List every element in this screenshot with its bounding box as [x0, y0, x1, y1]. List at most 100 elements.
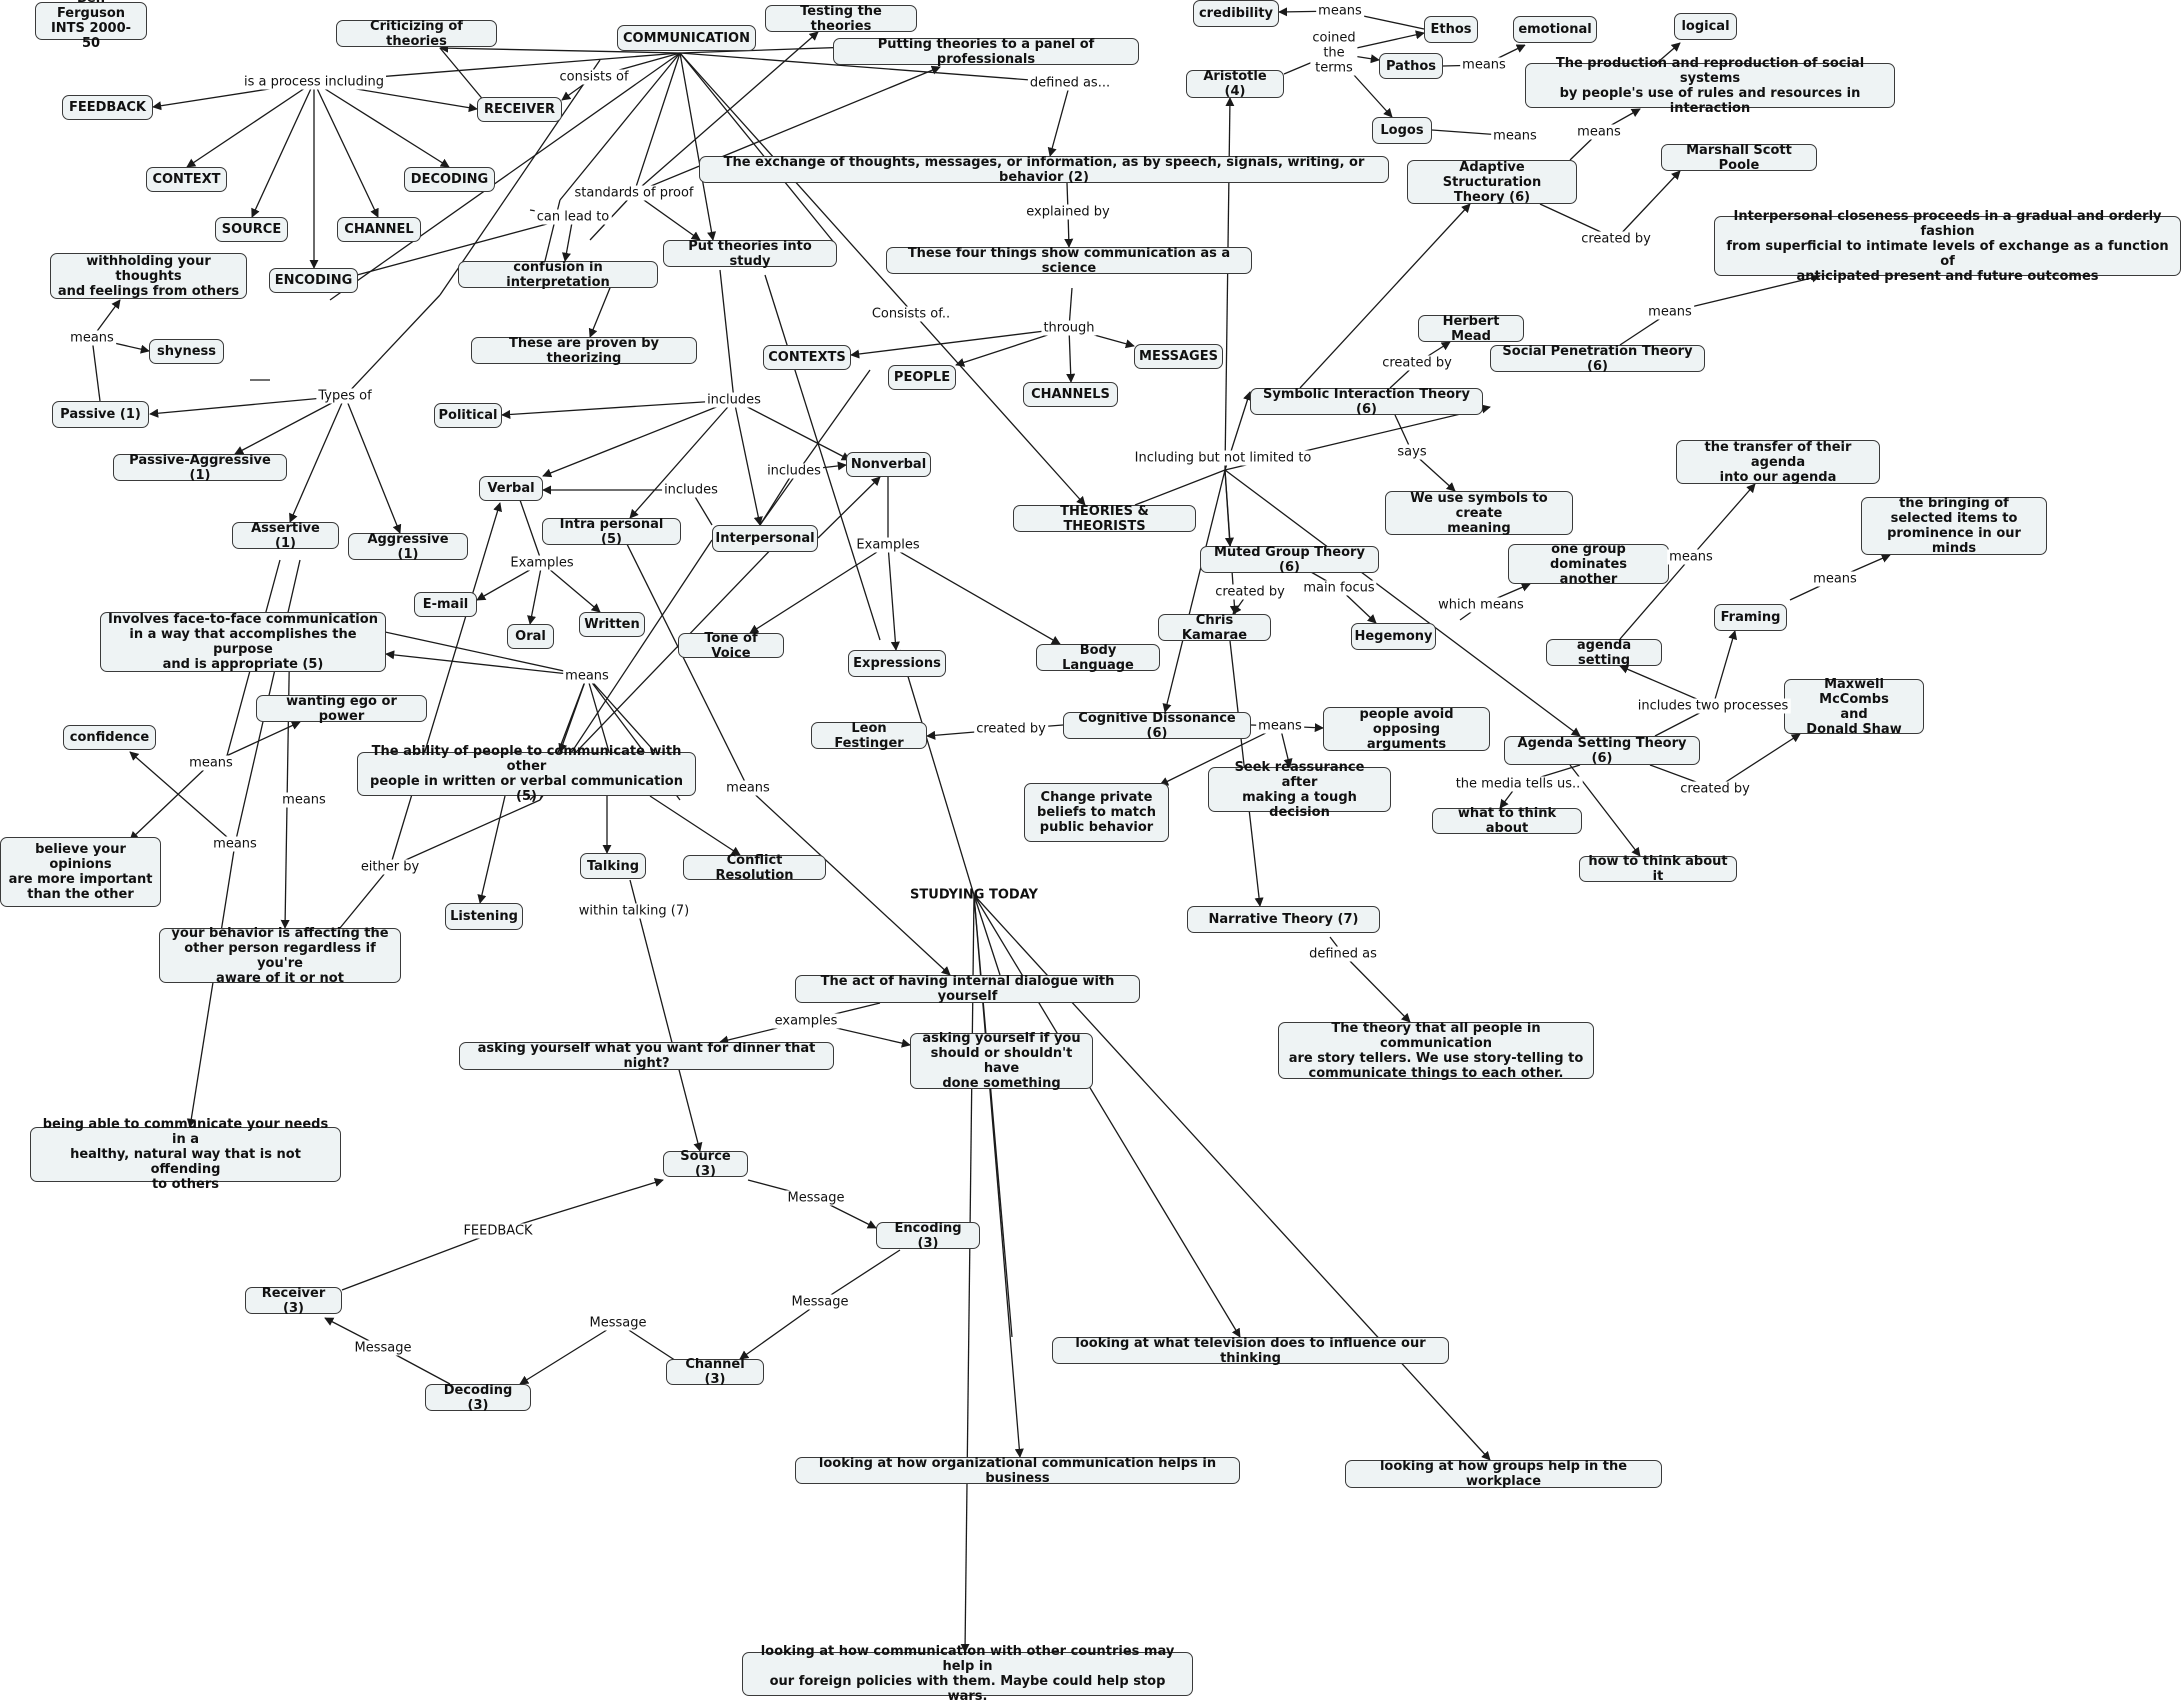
concept-node-decoding3[interactable]: Decoding (3)	[425, 1383, 531, 1413]
concept-node-communication[interactable]: COMMUNICATION	[617, 25, 756, 51]
concept-link	[1162, 469, 1226, 713]
concept-node-encoding3[interactable]: Encoding (3)	[876, 1221, 980, 1251]
concept-node-what-think[interactable]: what to think about	[1432, 806, 1582, 836]
concept-node-dominates[interactable]: one group dominates another	[1508, 542, 1669, 587]
concept-node-passive[interactable]: Passive (1)	[52, 401, 149, 428]
concept-node-written[interactable]: Written	[579, 612, 645, 637]
concept-node-behavior[interactable]: your behavior is affecting the other per…	[159, 926, 401, 986]
concept-node-ability[interactable]: The ability of people to communicate wit…	[357, 744, 696, 804]
concept-node-ethos[interactable]: Ethos	[1424, 16, 1478, 43]
concept-node-source-top[interactable]: SOURCE	[215, 217, 288, 242]
concept-node-transfer[interactable]: the transfer of their agenda into our ag…	[1676, 440, 1880, 485]
concept-node-foreign[interactable]: looking at how communication with other …	[742, 1644, 1193, 1704]
concept-node-feedback-top[interactable]: FEEDBACK	[62, 95, 153, 120]
concept-node-symbols[interactable]: We use symbols to create meaning	[1385, 491, 1573, 536]
concept-node-kramarae[interactable]: Chris Kamarae	[1158, 613, 1271, 643]
concept-node-framing[interactable]: Framing	[1714, 604, 1787, 631]
concept-node-logical[interactable]: logical	[1674, 13, 1737, 40]
concept-node-confidence[interactable]: confidence	[63, 725, 156, 750]
concept-node-decoding-top[interactable]: DECODING	[404, 167, 495, 192]
concept-node-mccombs[interactable]: Maxwell McCombs and Donald Shaw	[1784, 677, 1924, 737]
concept-node-four-things[interactable]: These four things show communication as …	[886, 246, 1252, 276]
concept-node-narrative[interactable]: Narrative Theory (7)	[1187, 906, 1380, 933]
concept-node-hegemony[interactable]: Hegemony	[1351, 623, 1436, 650]
concept-node-face-to-face[interactable]: Involves face-to-face communication in a…	[100, 612, 386, 672]
concept-link	[1714, 733, 1801, 790]
concept-node-assertive[interactable]: Assertive (1)	[232, 521, 339, 551]
concept-node-author[interactable]: Ben Ferguson INTS 2000-50	[35, 0, 147, 51]
concept-node-groups[interactable]: looking at how groups help in the workpl…	[1345, 1459, 1662, 1489]
concept-node-internal[interactable]: The act of having internal dialogue with…	[795, 974, 1140, 1004]
concept-node-theories[interactable]: THEORIES & THEORISTS	[1013, 504, 1196, 534]
concept-node-channels[interactable]: CHANNELS	[1023, 382, 1118, 407]
concept-node-bringing[interactable]: the bringing of selected items to promin…	[1861, 496, 2047, 556]
concept-node-passive-aggressive[interactable]: Passive-Aggressive (1)	[113, 453, 287, 483]
concept-node-aggressive[interactable]: Aggressive (1)	[348, 532, 468, 562]
concept-node-penetration-def[interactable]: Interpersonal closeness proceeds in a gr…	[1714, 209, 2181, 284]
concept-node-listening[interactable]: Listening	[445, 903, 523, 930]
concept-node-conflict[interactable]: Conflict Resolution	[683, 853, 826, 883]
concept-node-storytellers[interactable]: The theory that all people in communicat…	[1278, 1021, 1594, 1081]
concept-node-people[interactable]: PEOPLE	[888, 365, 956, 390]
concept-node-channel-top[interactable]: CHANNEL	[337, 217, 421, 242]
concept-node-nonverbal[interactable]: Nonverbal	[846, 452, 931, 477]
concept-node-logos[interactable]: Logos	[1372, 117, 1432, 144]
concept-node-adaptive[interactable]: Adaptive Structuration Theory (6)	[1407, 160, 1577, 205]
concept-node-criticizing[interactable]: Criticizing of theories	[336, 19, 497, 49]
concept-node-contexts[interactable]: CONTEXTS	[763, 345, 851, 370]
concept-node-avoid[interactable]: people avoid opposing arguments	[1323, 707, 1490, 752]
concept-node-verbal[interactable]: Verbal	[479, 476, 543, 501]
link-label-means-intra: means	[724, 780, 772, 796]
concept-node-symbolic[interactable]: Symbolic Interaction Theory (6)	[1250, 387, 1483, 417]
concept-node-credibility[interactable]: credibility	[1193, 0, 1279, 27]
concept-node-expressions[interactable]: Expressions	[848, 650, 946, 677]
concept-node-agenda-theory[interactable]: Agenda Setting Theory (6)	[1504, 736, 1700, 766]
concept-node-opinions[interactable]: believe your opinions are more important…	[0, 837, 161, 907]
concept-node-encoding-top[interactable]: ENCODING	[269, 268, 358, 293]
link-label-says: says	[1395, 444, 1429, 460]
concept-node-festinger[interactable]: Leon Festinger	[811, 721, 927, 751]
concept-node-political[interactable]: Political	[434, 403, 502, 428]
concept-node-poole[interactable]: Marshall Scott Poole	[1661, 143, 1817, 173]
concept-node-email[interactable]: E-mail	[414, 592, 477, 617]
concept-node-talking[interactable]: Talking	[580, 853, 646, 879]
concept-node-shyness[interactable]: shyness	[149, 339, 224, 364]
concept-node-channel3[interactable]: Channel (3)	[666, 1357, 764, 1387]
concept-node-television[interactable]: looking at what television does to influ…	[1052, 1336, 1449, 1366]
concept-node-tone[interactable]: Tone of Voice	[678, 631, 784, 661]
concept-node-body-language[interactable]: Body Language	[1036, 643, 1160, 673]
concept-node-reassurance[interactable]: Seek reassurance after making a tough de…	[1208, 760, 1391, 820]
concept-node-emotional[interactable]: emotional	[1513, 16, 1597, 43]
concept-node-agenda-setting[interactable]: agenda setting	[1546, 638, 1662, 668]
concept-node-intrapersonal[interactable]: Intra personal (5)	[542, 517, 681, 547]
concept-node-panel[interactable]: Putting theories to a panel of professio…	[833, 37, 1139, 67]
concept-node-dinner[interactable]: asking yourself what you want for dinner…	[459, 1041, 834, 1071]
concept-node-should[interactable]: asking yourself if you should or shouldn…	[910, 1031, 1093, 1091]
concept-node-context-top[interactable]: CONTEXT	[146, 167, 227, 192]
concept-node-source3[interactable]: Source (3)	[663, 1149, 748, 1179]
concept-node-needs[interactable]: being able to communicate your needs in …	[30, 1117, 341, 1192]
link-label-either-by: either by	[358, 859, 422, 875]
concept-node-social-pen[interactable]: Social Penetration Theory (6)	[1490, 344, 1705, 374]
concept-node-muted[interactable]: Muted Group Theory (6)	[1200, 545, 1379, 575]
concept-node-interpersonal[interactable]: Interpersonal	[712, 525, 818, 552]
concept-node-confusion[interactable]: confusion in interpretation	[458, 260, 658, 290]
concept-node-pathos[interactable]: Pathos	[1379, 53, 1443, 79]
concept-node-withholding[interactable]: withholding your thoughts and feelings f…	[50, 253, 247, 299]
concept-node-ego[interactable]: wanting ego or power	[256, 694, 427, 724]
concept-node-receiver-top[interactable]: RECEIVER	[477, 97, 562, 122]
concept-node-how-think[interactable]: how to think about it	[1579, 854, 1737, 884]
concept-node-put-study[interactable]: Put theories into study	[663, 239, 837, 269]
concept-node-dissonance[interactable]: Cognitive Dissonance (6)	[1063, 711, 1251, 741]
concept-node-change-beliefs[interactable]: Change private beliefs to match public b…	[1024, 783, 1169, 842]
concept-node-structuration-def[interactable]: The production and reproduction of socia…	[1525, 56, 1895, 116]
concept-node-messages[interactable]: MESSAGES	[1134, 344, 1223, 369]
concept-node-testing[interactable]: Testing the theories	[765, 4, 917, 34]
concept-node-receiver3[interactable]: Receiver (3)	[245, 1286, 342, 1316]
concept-node-proven[interactable]: These are proven by theorizing	[471, 336, 697, 366]
concept-node-organizational[interactable]: looking at how organizational communicat…	[795, 1456, 1240, 1486]
concept-node-mead[interactable]: Herbert Mead	[1418, 314, 1524, 344]
concept-node-oral[interactable]: Oral	[507, 624, 554, 649]
concept-node-exchange[interactable]: The exchange of thoughts, messages, or i…	[699, 155, 1389, 185]
concept-node-aristotle[interactable]: Aristotle (4)	[1186, 69, 1284, 99]
